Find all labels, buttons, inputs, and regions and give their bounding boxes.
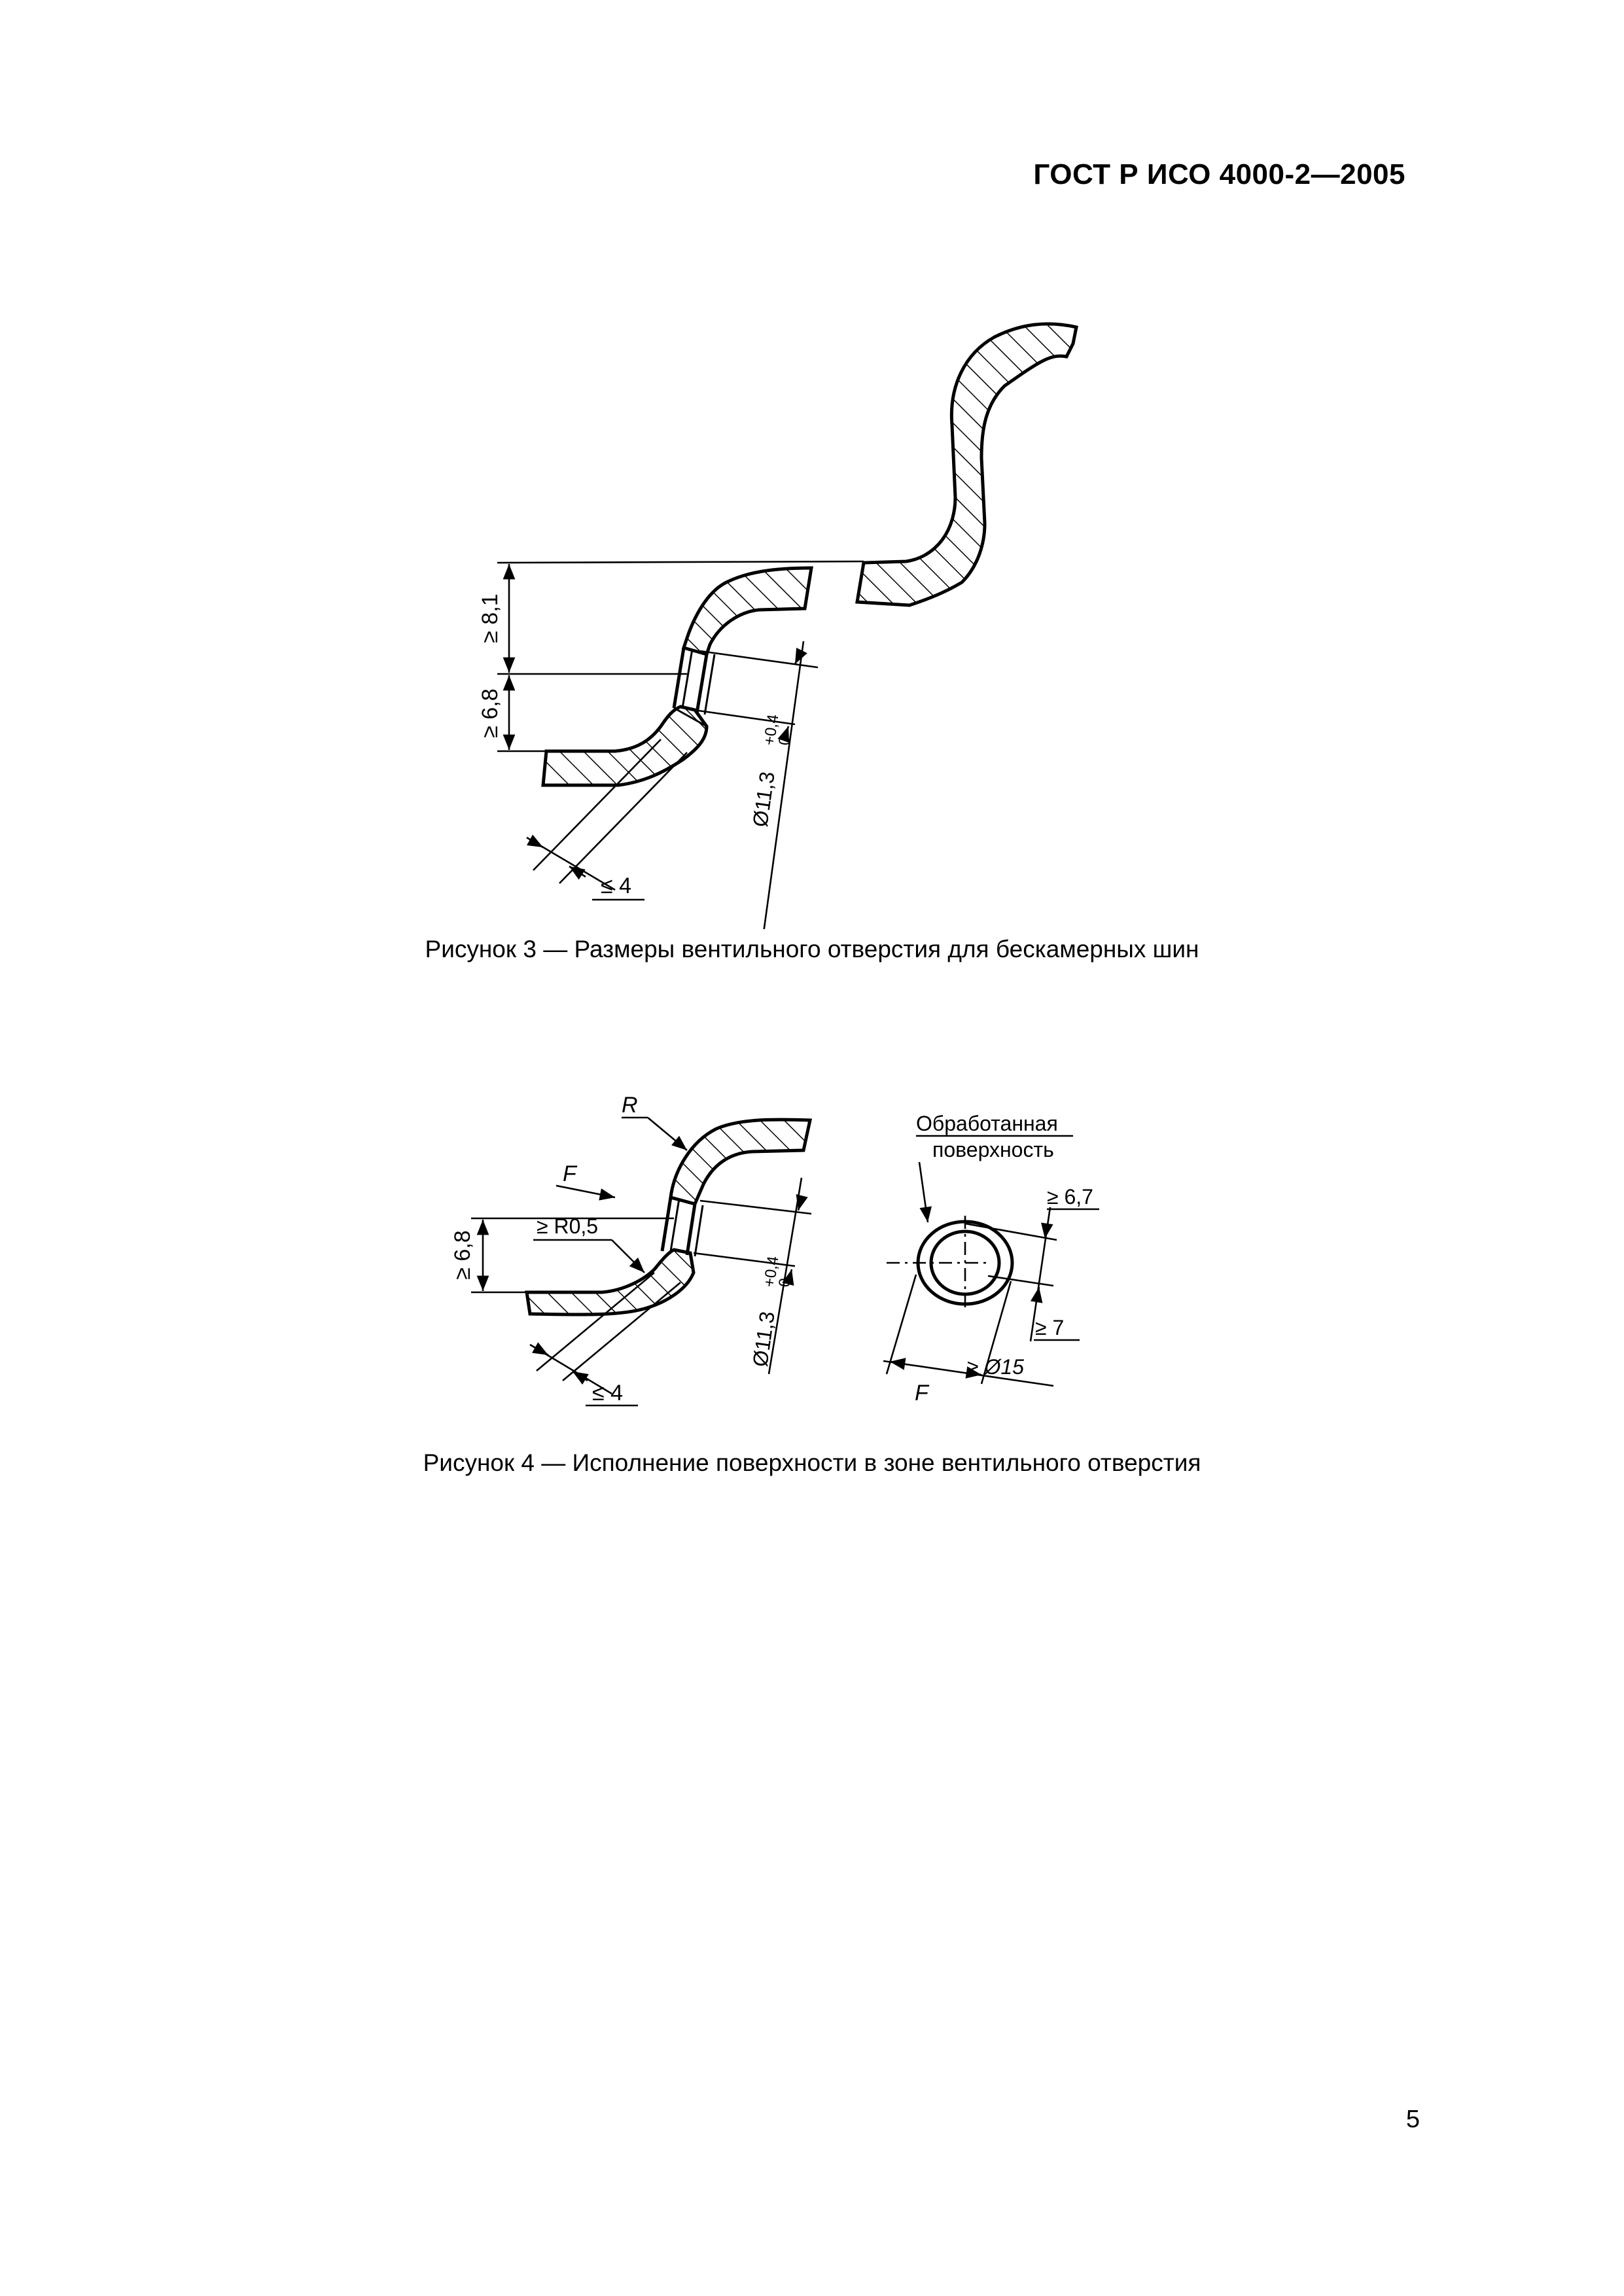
hole-wall-inner-right: [703, 654, 716, 715]
machined-surface-line1: Обработанная: [916, 1112, 1058, 1135]
dim-label-6-8: ≥ 6,8: [478, 688, 503, 737]
diameter-extension-1: [699, 650, 819, 669]
height-label: ≥ 6,8: [450, 1230, 475, 1279]
page-number: 5: [1405, 2106, 1420, 2133]
tolerance-lower: 0: [775, 735, 794, 747]
edge-label-4: ≤ 4: [592, 1381, 623, 1405]
section-lower: [525, 1248, 696, 1316]
edge-extension-2: [559, 752, 688, 884]
diameter-dim-line: [763, 641, 805, 929]
tolerance-upper-4: +0,4: [760, 1255, 782, 1288]
dim-label-6-7: ≥ 6,7: [1047, 1185, 1093, 1209]
figure-3-drawing: ≥ 8,1 ≥ 6,8 Ø11,3 +0,4 0 ≤ 4: [478, 322, 1078, 929]
dim-label-7: ≥ 7: [1035, 1316, 1064, 1339]
view-label-f: F: [915, 1381, 930, 1405]
tolerance-upper: +0,4: [760, 713, 782, 747]
valve-hole-section-upper: [681, 566, 813, 657]
hole-wall-left: [672, 647, 686, 709]
figure-3-caption: Рисунок 3 — Размеры вентильного отверсти…: [425, 936, 1199, 963]
diameter-extension-2: [693, 709, 796, 726]
diameter-label-4: Ø11,3: [748, 1310, 779, 1368]
edge-label: ≤ 4: [601, 874, 631, 898]
section-upper: [669, 1118, 813, 1206]
document-header: ГОСТ Р ИСО 4000-2—2005: [1033, 158, 1405, 190]
radius-label: R: [622, 1093, 638, 1118]
view-arrow-label: F: [563, 1161, 578, 1186]
figure-4-caption: Рисунок 4 — Исполнение поверхности в зон…: [423, 1449, 1201, 1476]
extension-line-top: [497, 560, 864, 564]
machined-surface-line2: поверхность: [932, 1138, 1054, 1161]
hole-wall-inner-left: [681, 648, 694, 709]
dim-label-d15: ≥ Ø15: [967, 1355, 1024, 1379]
edge-extension-1: [533, 739, 662, 871]
valve-hole-section-lower: [541, 705, 709, 787]
tolerance-lower-4: 0: [775, 1277, 794, 1288]
hole-wall-right: [695, 654, 709, 714]
figure-4-drawing: R F ≥ R0,5 ≥ 6,8 Ø11,3 +0,4 0 ≤ 4 Обрабо…: [450, 1093, 1099, 1407]
diameter-label: Ø11,3: [748, 770, 779, 828]
dim-label-8-1: ≥ 8,1: [478, 593, 503, 643]
rim-upper-section: [855, 322, 1078, 607]
